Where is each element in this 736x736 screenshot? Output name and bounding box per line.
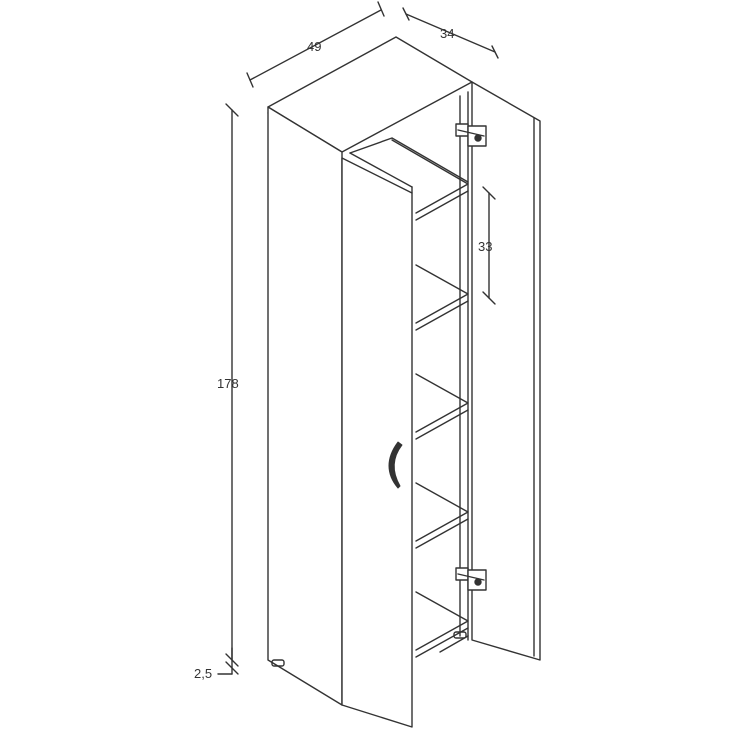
hinge-icon xyxy=(455,123,487,147)
width-label: 49 xyxy=(307,39,321,54)
plinth-label: 2,5 xyxy=(194,666,212,681)
width-tick-right xyxy=(377,1,385,17)
width-tick-left xyxy=(246,72,254,88)
shelf-edge xyxy=(415,409,469,440)
shelf-edge xyxy=(415,300,469,331)
foot-icon xyxy=(271,659,285,667)
shelf-edge xyxy=(415,518,469,549)
cabinet-left-side xyxy=(267,106,343,706)
cabinet-interior-back xyxy=(349,137,469,183)
left-door xyxy=(341,157,413,728)
shelf-spacing-tick-top xyxy=(482,186,496,200)
width-dimension-line xyxy=(249,9,382,81)
depth-tick-left xyxy=(402,7,410,21)
foot-icon xyxy=(453,631,467,639)
bottom-shelf xyxy=(415,591,469,651)
height-label: 178 xyxy=(217,376,239,391)
left-door-edge xyxy=(349,152,413,188)
shelf xyxy=(415,264,469,324)
height-tick-top xyxy=(225,103,239,117)
door-handle-icon xyxy=(388,441,403,489)
bottom-shelf-edge xyxy=(415,627,469,658)
shelves xyxy=(391,139,469,658)
depth-tick-right xyxy=(491,45,499,59)
shelf xyxy=(415,482,469,542)
shelf xyxy=(391,139,469,214)
shelf-spacing-label: 33 xyxy=(478,239,492,254)
depth-dimension-line xyxy=(405,13,496,53)
plinth-tick xyxy=(225,661,239,675)
shelf-spacing-tick-bottom xyxy=(482,291,496,305)
depth-label: 34 xyxy=(440,26,454,41)
shelf xyxy=(415,373,469,433)
hinge-icon xyxy=(455,567,487,591)
shelf-edge xyxy=(415,190,469,221)
